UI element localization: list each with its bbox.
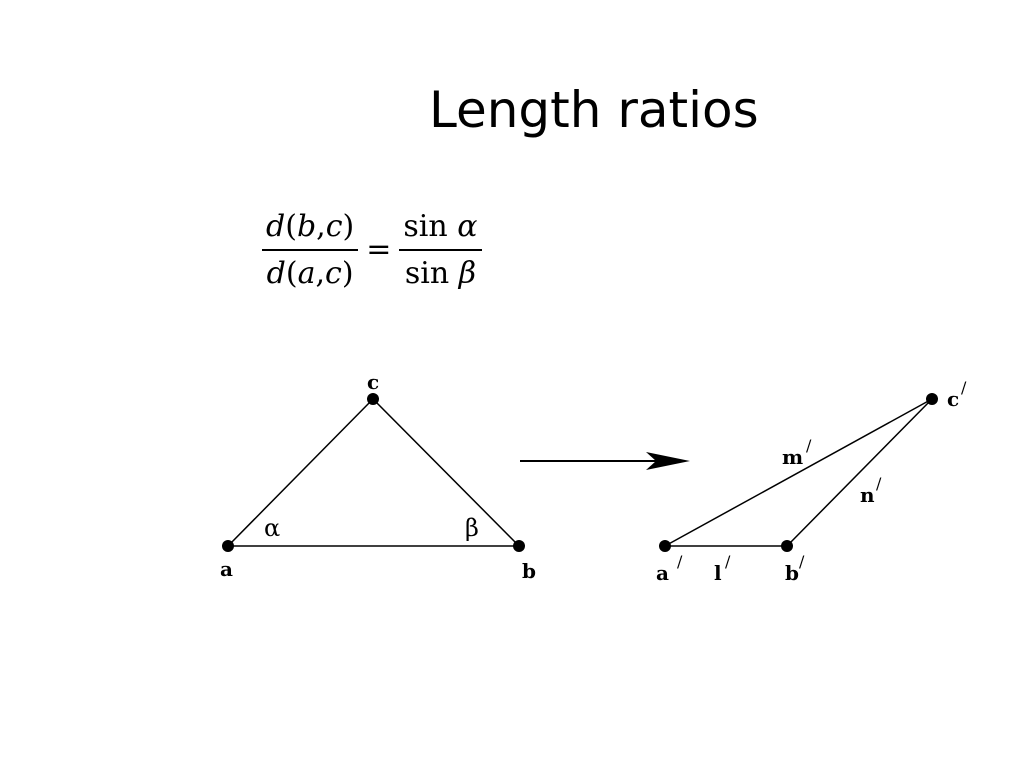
- fraction-bar: [399, 249, 482, 251]
- rhs-numerator: sin α: [399, 207, 481, 247]
- comma: ,: [316, 209, 326, 244]
- arg-a: a: [297, 255, 316, 291]
- prime-mark: /: [677, 552, 683, 571]
- transformed-triangle: a / l / b / c / m / n /: [656, 378, 967, 585]
- beta-symbol: β: [458, 255, 477, 291]
- vertex-a-prime: [659, 540, 671, 552]
- edge-ac: [227, 398, 374, 547]
- paren-open: (: [285, 255, 298, 291]
- vertex-c-prime: [926, 393, 938, 405]
- sin-fn: sin: [403, 209, 448, 244]
- prime-mark: /: [806, 436, 812, 455]
- rhs-fraction: sin α sin β: [399, 207, 482, 294]
- label-a: a: [220, 557, 233, 581]
- vertex-b: [513, 540, 525, 552]
- arg-b: b: [296, 209, 317, 244]
- distance-fn: d: [266, 209, 286, 244]
- label-c-prime: c: [947, 387, 959, 411]
- paren-close: ): [342, 209, 355, 244]
- label-a-prime: a: [656, 561, 669, 585]
- label-c: c: [367, 370, 379, 394]
- distance-fn: d: [266, 255, 286, 291]
- angle-beta: β: [465, 514, 479, 542]
- lhs-fraction: d(b,c) d(a,c): [262, 207, 359, 294]
- edge-bc: [372, 398, 520, 547]
- equals-sign: =: [366, 232, 392, 268]
- edge-m: [664, 398, 933, 547]
- angle-alpha: α: [264, 514, 280, 542]
- vertex-a: [222, 540, 234, 552]
- prime-mark: /: [799, 552, 805, 571]
- sin-fn: sin: [404, 255, 450, 291]
- arg-c: c: [325, 209, 343, 244]
- edge-n: [786, 398, 933, 547]
- rhs-denominator: sin β: [401, 254, 480, 294]
- comma: ,: [315, 255, 326, 291]
- mapping-arrow-icon: [520, 452, 690, 470]
- slide-title: Length ratios: [429, 81, 759, 139]
- alpha-symbol: α: [457, 209, 478, 244]
- original-triangle: a b c α β: [220, 370, 536, 583]
- prime-mark: /: [961, 378, 967, 397]
- vertex-b-prime: [781, 540, 793, 552]
- label-m-prime: m: [782, 445, 803, 469]
- fraction-bar: [262, 249, 359, 251]
- label-b-prime: b: [785, 561, 799, 585]
- arrow-head: [646, 452, 690, 470]
- paren-close: ): [341, 255, 354, 291]
- lhs-denominator: d(a,c): [263, 254, 358, 294]
- arg-c: c: [325, 255, 342, 291]
- prime-mark: /: [725, 552, 731, 571]
- vertex-c: [367, 393, 379, 405]
- label-n-prime: n: [860, 483, 875, 507]
- label-l-prime: l: [714, 561, 722, 585]
- paren-open: (: [285, 209, 297, 244]
- sine-ratio-formula: d(b,c) d(a,c) = sin α sin β: [262, 207, 482, 294]
- lhs-numerator: d(b,c): [262, 207, 358, 247]
- label-b: b: [522, 559, 536, 583]
- prime-mark: /: [876, 474, 882, 493]
